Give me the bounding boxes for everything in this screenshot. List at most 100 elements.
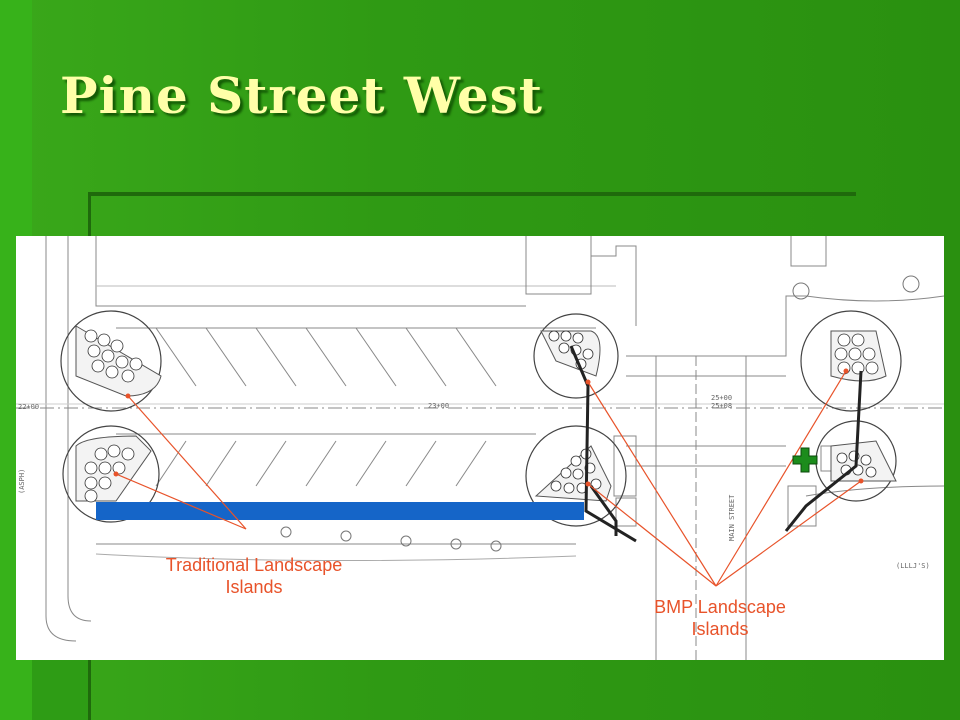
island-circle-bl <box>62 425 160 523</box>
tree-symbol <box>837 333 851 347</box>
stall-line <box>255 327 297 387</box>
tree-symbol <box>558 342 570 354</box>
callout-line-bmp-4 <box>715 480 862 587</box>
street-name-label: MAIN STREET <box>728 494 736 541</box>
stall-line <box>155 327 197 387</box>
edge-label: (ASPH) <box>18 469 26 494</box>
island-circle-tl <box>60 310 162 412</box>
utility-box-2 <box>615 497 637 527</box>
bmp-outline-left-2 <box>589 485 618 536</box>
edge-label: (LLLJ'S) <box>896 562 930 570</box>
bmp-outline-right <box>784 370 863 532</box>
tree-symbol <box>110 339 124 353</box>
island-circle-bm <box>525 425 627 527</box>
tree-symbol <box>570 455 582 467</box>
stall-line <box>405 440 437 487</box>
tree-symbol <box>860 454 872 466</box>
curb-line-left-inner <box>67 236 92 622</box>
tree-symbol <box>105 365 119 379</box>
station-label: 25+08 <box>711 402 732 410</box>
stall-line <box>205 440 237 487</box>
tree-symbol <box>84 329 98 343</box>
tree-symbol <box>84 489 98 503</box>
tree-symbol <box>84 476 98 490</box>
traditional-callout-line-2: Islands <box>225 577 283 597</box>
bmp-callout-line-2: Islands <box>691 619 749 639</box>
tree-symbol <box>848 347 862 361</box>
tree-symbol <box>115 355 129 369</box>
station-label: 25+00 <box>711 394 732 402</box>
tree-symbol <box>84 461 98 475</box>
tree-symbol <box>97 333 111 347</box>
stall-line <box>305 327 347 387</box>
tree-symbol <box>862 347 876 361</box>
tree-symbol <box>582 348 594 360</box>
tree-symbol <box>101 349 115 363</box>
stall-line <box>205 327 247 387</box>
stall-line <box>255 440 287 487</box>
tree-symbol <box>560 467 572 479</box>
callout-dot <box>843 368 849 374</box>
traditional-islands-callout: Traditional Landscape Islands <box>134 554 374 598</box>
tree-symbol <box>550 480 562 492</box>
callout-dot <box>585 379 591 385</box>
island-circle-tr <box>800 310 902 412</box>
stall-line <box>305 440 337 487</box>
tree-symbol <box>112 461 126 475</box>
building-corner-left <box>525 236 592 295</box>
tree-symbol <box>107 444 121 458</box>
blue-highlight-bar <box>96 502 584 520</box>
station-label: 23+00 <box>428 402 449 410</box>
callout-line-trad-1 <box>127 395 247 530</box>
station-label: 22+00 <box>18 403 39 411</box>
tree-symbol <box>865 466 877 478</box>
tree-symbol <box>563 482 575 494</box>
callout-dot <box>858 478 864 484</box>
intersection-top <box>626 295 806 357</box>
callout-line-trad-2 <box>115 473 247 530</box>
tree-symbol <box>834 347 848 361</box>
site-plan-drawing: 22+00 23+00 25+00 25+08 (LLLJ'S) (ASPH) … <box>16 236 944 660</box>
tree-symbol <box>590 478 602 490</box>
tree-symbol <box>572 468 584 480</box>
utility-box-4 <box>787 485 817 527</box>
stall-line <box>455 327 497 387</box>
tree-symbol <box>129 357 143 371</box>
tree-symbol <box>560 330 572 342</box>
stall-line <box>355 440 387 487</box>
callout-line-bmp-2 <box>587 483 717 587</box>
callout-dot <box>585 481 591 487</box>
tree-symbol <box>851 333 865 347</box>
street-tree <box>400 535 412 547</box>
tree-symbol <box>836 452 848 464</box>
callout-dot <box>113 471 119 477</box>
bmp-callout-line-1: BMP Landscape <box>654 597 786 617</box>
slide-title: Pine Street West <box>60 66 543 125</box>
tree-symbol <box>121 369 135 383</box>
tree-symbol <box>98 461 112 475</box>
street-tree <box>490 540 502 552</box>
curb-return-mid <box>591 245 637 326</box>
parking-edge-top <box>95 236 526 307</box>
callout-line-bmp-3 <box>715 370 847 587</box>
street-tree <box>340 530 352 542</box>
building-corner-right <box>790 236 827 267</box>
traditional-callout-line-1: Traditional Landscape <box>165 555 343 575</box>
stall-line <box>155 440 187 487</box>
bmp-outline-left <box>569 345 637 543</box>
tree-symbol <box>121 447 135 461</box>
bmp-islands-callout: BMP Landscape Islands <box>620 596 820 640</box>
callout-dot <box>125 393 131 399</box>
street-tree <box>792 282 810 300</box>
tree-symbol <box>91 359 105 373</box>
sidewalk-edge-2 <box>95 553 577 562</box>
stall-line <box>355 327 397 387</box>
street-tree <box>280 526 292 538</box>
island-circle-tm <box>533 313 619 399</box>
tree-symbol <box>548 330 560 342</box>
stall-line <box>455 440 487 487</box>
tree-symbol <box>87 344 101 358</box>
street-tree <box>450 538 462 550</box>
stall-line <box>405 327 447 387</box>
tree-symbol <box>98 476 112 490</box>
